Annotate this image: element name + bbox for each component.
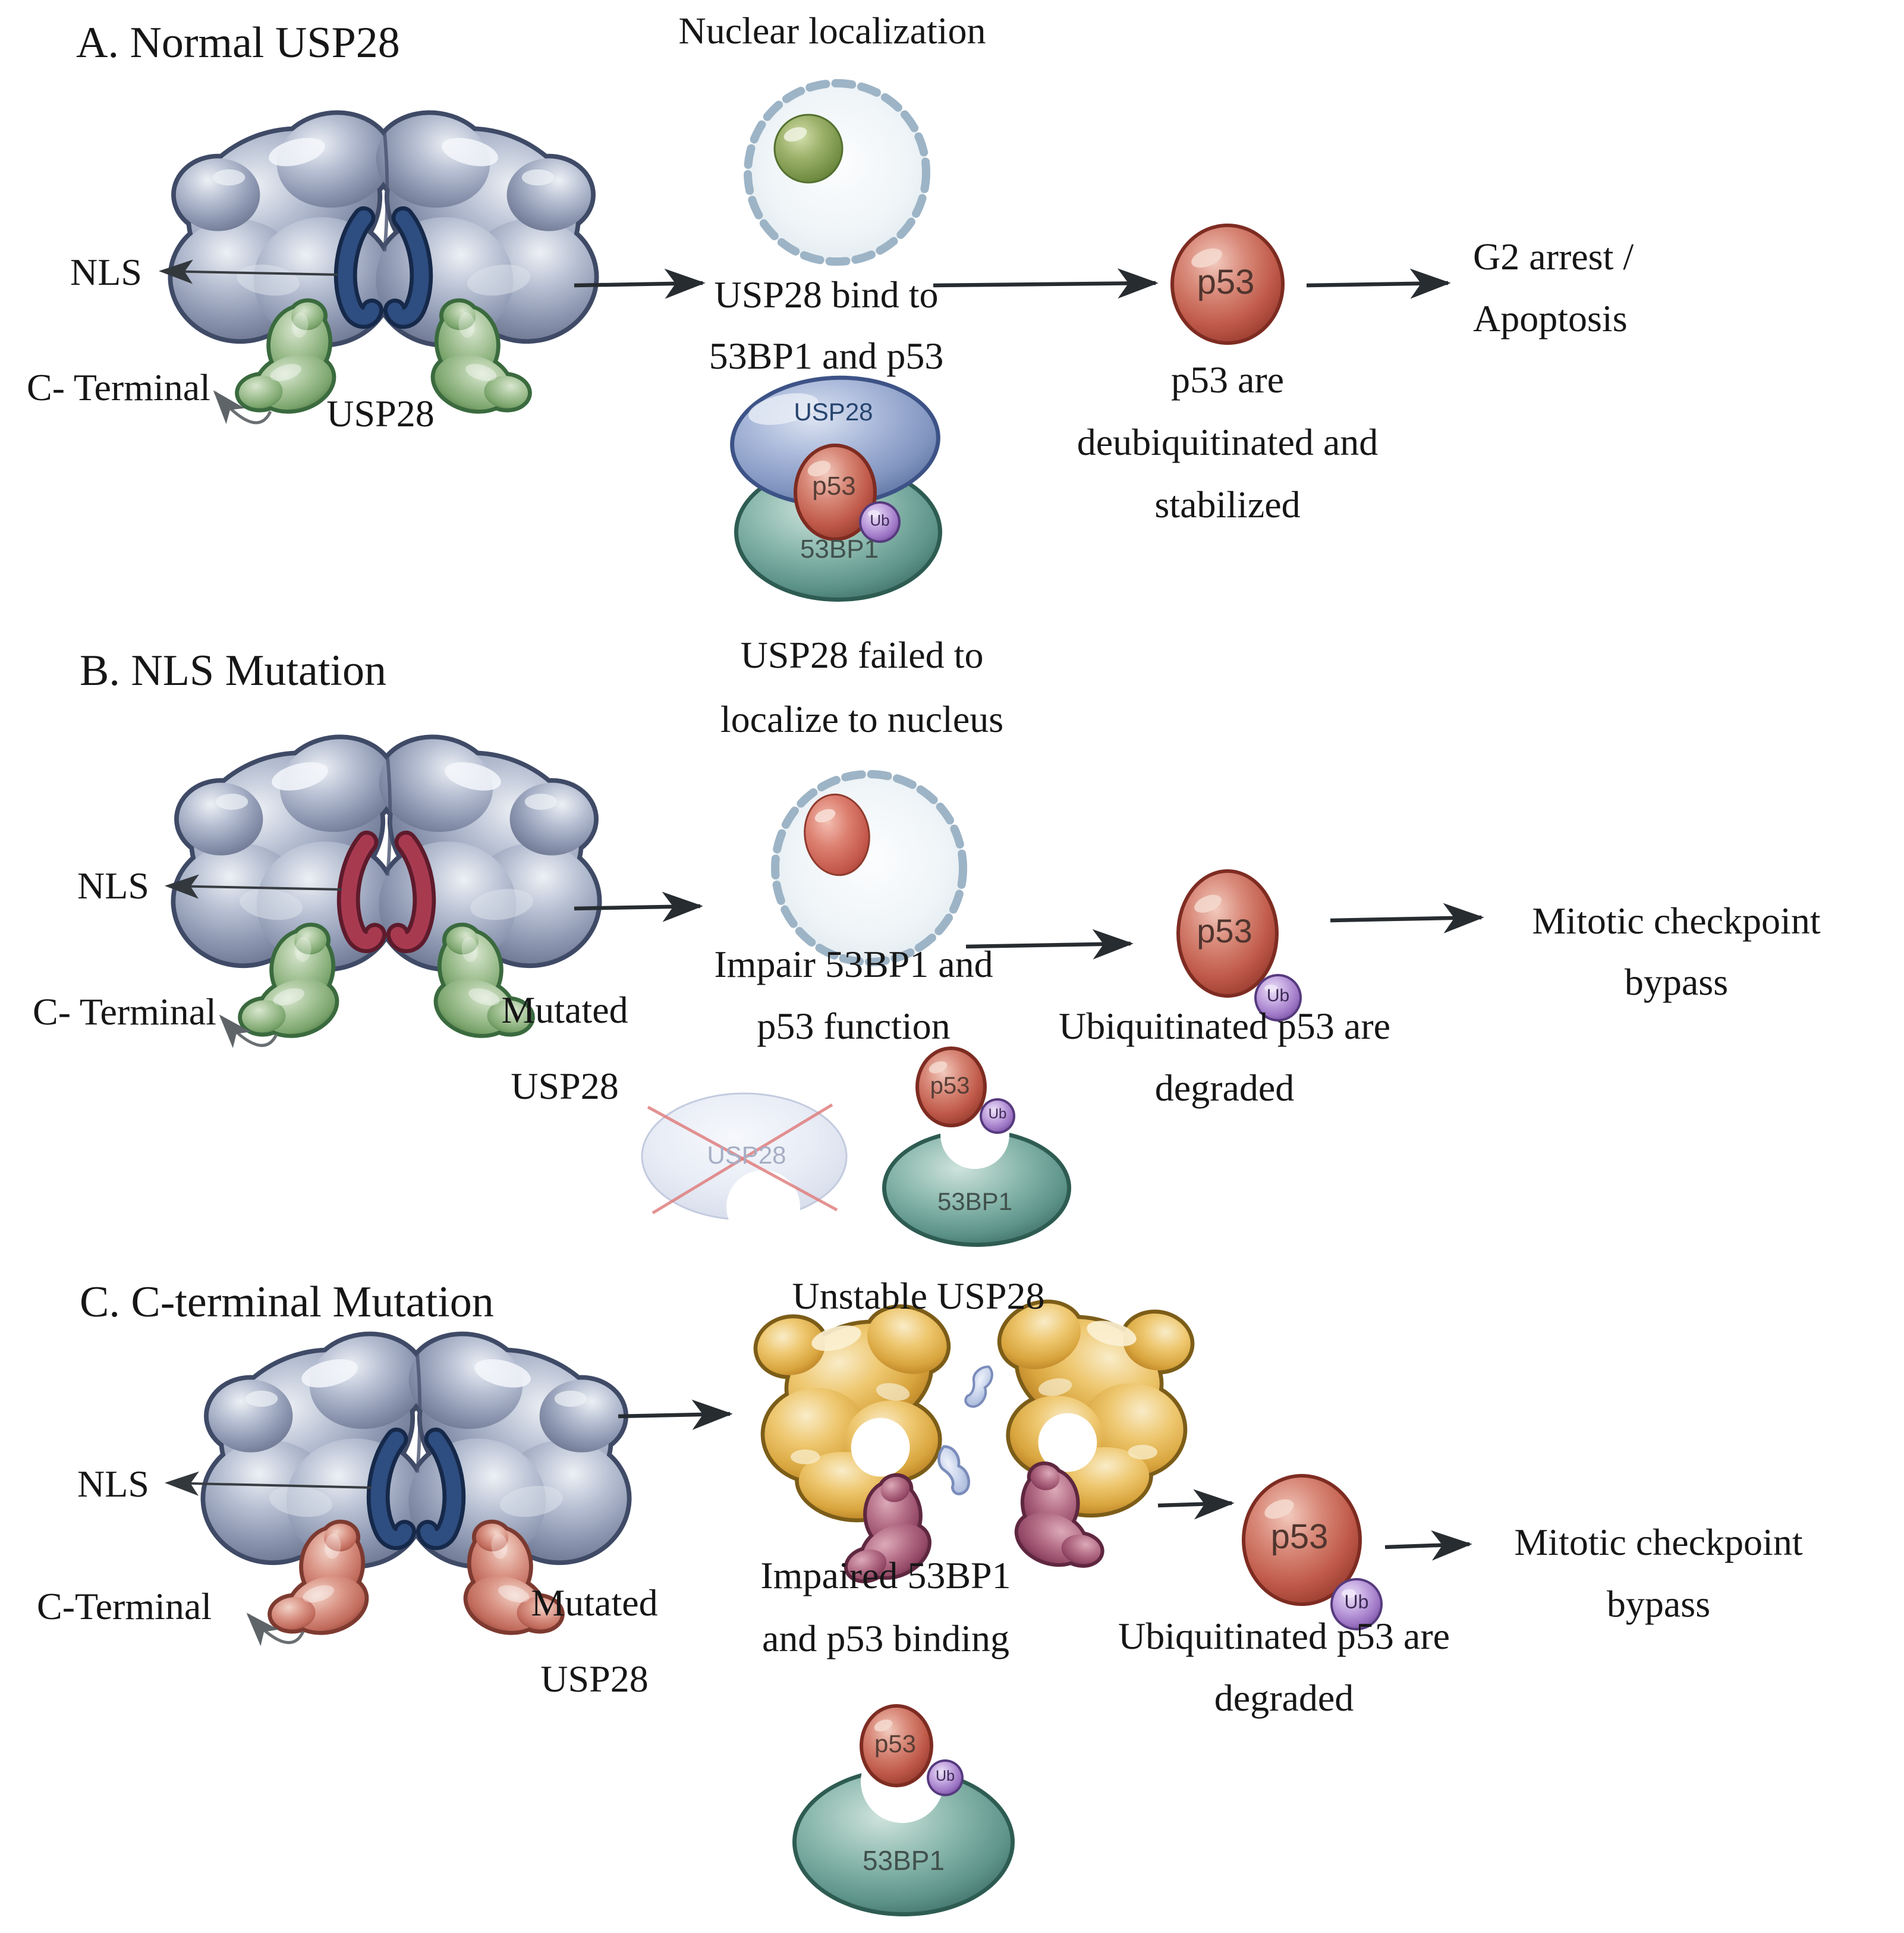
ubiquitinated-p53-c bbox=[1242, 1474, 1383, 1630]
c-terminal-label-a: C- Terminal bbox=[27, 366, 210, 408]
outcome-b-line2: bypass bbox=[1624, 961, 1729, 1003]
c-terminal-pointer-arrow-b bbox=[219, 1014, 278, 1048]
flow-arrow-a1 bbox=[574, 268, 706, 299]
c-terminal-pointer-arrow-c bbox=[246, 1613, 305, 1646]
complex-usp28-label: USP28 bbox=[794, 398, 873, 426]
protein-caption-a: USP28 bbox=[326, 392, 435, 435]
protein-fragment-icon bbox=[933, 1442, 974, 1497]
usp28-p53-53bp1-complex bbox=[730, 375, 942, 602]
complex-p53-label: p53 bbox=[812, 472, 856, 501]
nls-pointer-arrow-c bbox=[165, 1471, 372, 1496]
impair-caption-line1: Impair 53BP1 and bbox=[714, 943, 993, 985]
bind-caption-line1: USP28 bind to bbox=[714, 274, 939, 316]
ub-big-label-b: Ub bbox=[1266, 986, 1290, 1005]
nls-label-b: NLS bbox=[77, 865, 149, 907]
nucleus-a bbox=[744, 79, 930, 266]
p53-big-label-b: p53 bbox=[1197, 912, 1252, 950]
p53-small-label-b: p53 bbox=[930, 1073, 970, 1099]
stabilized-caption-line2: deubiquitinated and bbox=[1077, 421, 1379, 463]
flow-arrow-b1 bbox=[574, 891, 703, 922]
flow-arrow-b2 bbox=[965, 929, 1134, 960]
nls-pointer-arrow-a bbox=[159, 259, 338, 284]
outcome-c-line1: Mitotic checkpoint bbox=[1514, 1521, 1803, 1563]
panel-c-title: C. C-terminal Mutation bbox=[80, 1278, 494, 1327]
usp28-dimer-normal bbox=[158, 102, 609, 425]
p53-stabilized bbox=[1170, 224, 1285, 345]
degraded-caption-b-line2: degraded bbox=[1154, 1067, 1295, 1109]
ub-big-label-c: Ub bbox=[1344, 1591, 1369, 1613]
53bp1-label-b: 53BP1 bbox=[937, 1187, 1013, 1215]
nucleolus-green-icon bbox=[773, 114, 844, 184]
unstable-usp28-cluster bbox=[748, 1287, 1200, 1598]
protein-caption-b-line1: Mutated bbox=[501, 989, 628, 1031]
outcome-a-line2: Apoptosis bbox=[1473, 297, 1628, 340]
unstable-monomer-left bbox=[748, 1292, 961, 1598]
failed-caption-line1: USP28 failed to bbox=[740, 634, 984, 676]
nls-pointer-arrow-b bbox=[165, 874, 342, 899]
panel-a-artwork bbox=[158, 79, 1451, 602]
usp28-dimer-nls-mutated bbox=[160, 726, 612, 1049]
flow-arrow-b3 bbox=[1330, 903, 1484, 934]
p53-stabilized-label: p53 bbox=[1197, 263, 1255, 301]
stabilized-caption-line1: p53 are bbox=[1170, 359, 1285, 401]
panel-b-artwork bbox=[160, 726, 1484, 1247]
impair-caption-line2: p53 function bbox=[757, 1005, 951, 1047]
flow-arrow-a2 bbox=[933, 268, 1159, 299]
nls-label-a: NLS bbox=[70, 251, 142, 293]
flow-arrow-c1 bbox=[618, 1399, 733, 1430]
panel-c-artwork bbox=[165, 1287, 1472, 1916]
ghost-usp28-label: USP28 bbox=[707, 1141, 786, 1169]
ub-small-label-c: Ub bbox=[936, 1768, 955, 1784]
p53-big-label-c: p53 bbox=[1270, 1517, 1329, 1556]
failed-caption-line2: localize to nucleus bbox=[720, 698, 1004, 740]
ghost-usp28-crossed bbox=[641, 1092, 848, 1244]
cross-line-icon bbox=[652, 1103, 833, 1215]
nls-label-c: NLS bbox=[77, 1463, 149, 1505]
ub-small-label-b: Ub bbox=[988, 1106, 1007, 1122]
nucleus-b bbox=[771, 770, 967, 966]
53bp1-label-c: 53BP1 bbox=[862, 1845, 945, 1876]
stabilized-caption-line3: stabilized bbox=[1154, 483, 1301, 526]
degraded-caption-c-line2: degraded bbox=[1214, 1677, 1354, 1719]
unstable-heading: Unstable USP28 bbox=[792, 1275, 1045, 1317]
c-terminal-label-b: C- Terminal bbox=[33, 991, 216, 1033]
c-terminal-pointer-arrow-a bbox=[213, 390, 272, 425]
outcome-c-line2: bypass bbox=[1606, 1583, 1711, 1625]
protein-fragment-icon bbox=[962, 1362, 997, 1412]
flow-arrow-c2 bbox=[1157, 1489, 1235, 1520]
ubiquitinated-p53-b bbox=[1176, 869, 1302, 1021]
degraded-caption-b-line1: Ubiquitinated p53 are bbox=[1058, 1005, 1391, 1047]
panel-a-title: A. Normal USP28 bbox=[76, 18, 400, 67]
flow-arrow-c3 bbox=[1384, 1530, 1472, 1561]
impaired-caption-line1: Impaired 53BP1 bbox=[760, 1554, 1011, 1596]
outcome-a-line1: G2 arrest / bbox=[1473, 235, 1634, 278]
p53-small-label-c: p53 bbox=[874, 1730, 917, 1758]
53bp1-with-ub-p53-c bbox=[792, 1704, 1015, 1916]
complex-53bp1-label: 53BP1 bbox=[800, 535, 879, 564]
impaired-caption-line2: and p53 binding bbox=[762, 1617, 1009, 1659]
protein-caption-b-line2: USP28 bbox=[511, 1065, 619, 1107]
panel-b-title: B. NLS Mutation bbox=[80, 646, 386, 695]
53bp1-with-ub-p53-b bbox=[882, 1046, 1071, 1247]
unstable-monomer-right bbox=[987, 1287, 1200, 1581]
protein-caption-c-line1: Mutated bbox=[531, 1582, 658, 1624]
complex-ub-label: Ub bbox=[870, 511, 890, 529]
bind-caption-line2: 53BP1 and p53 bbox=[709, 335, 944, 377]
c-terminal-label-c: C-Terminal bbox=[37, 1585, 212, 1627]
flow-arrow-a3 bbox=[1306, 268, 1451, 299]
nuclear-localization-heading: Nuclear localization bbox=[678, 10, 986, 52]
degraded-caption-c-line1: Ubiquitinated p53 are bbox=[1118, 1615, 1450, 1657]
usp28-dimer-cterm-mutated bbox=[190, 1323, 642, 1646]
outcome-b-line1: Mitotic checkpoint bbox=[1532, 900, 1821, 942]
protein-caption-c-line2: USP28 bbox=[540, 1658, 649, 1700]
